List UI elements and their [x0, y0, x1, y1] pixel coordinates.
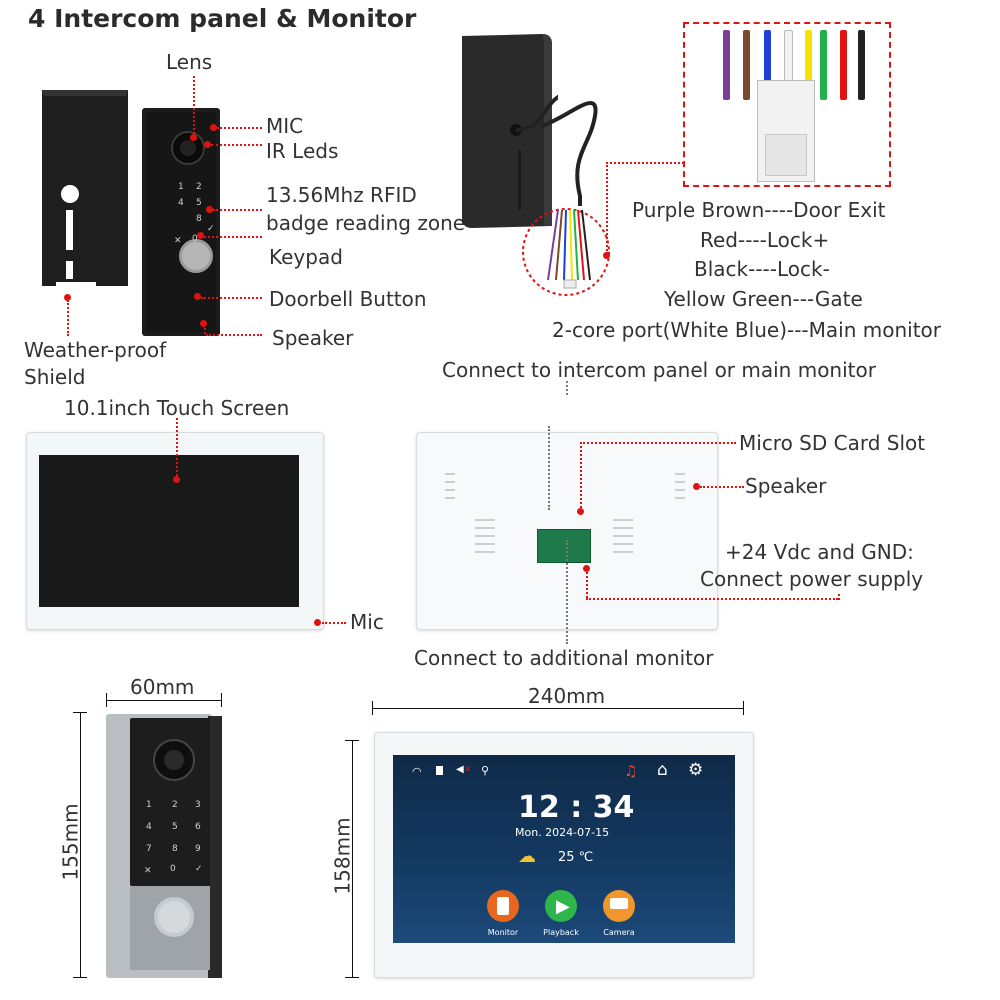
settings-icon[interactable]: ⚙ — [688, 760, 704, 780]
ir-marker — [204, 141, 211, 148]
clock-time: 12 : 34 — [518, 790, 635, 825]
keypad-marker — [197, 232, 204, 239]
home-icon[interactable]: ⌂ — [657, 760, 668, 780]
shield-label-2: Shield — [24, 365, 86, 389]
weather-shield — [36, 86, 132, 292]
play-icon: ▶ — [556, 896, 570, 917]
weather-icon: ☁ — [518, 846, 536, 867]
mic-marker-monitor — [314, 619, 321, 626]
monitor-height-label: 158mm — [330, 817, 355, 895]
power-label-1: +24 Vdc and GND: — [725, 540, 914, 564]
playback-app-label: Playback — [543, 928, 579, 937]
keypad-label: Keypad — [269, 245, 343, 269]
sd-card-icon — [436, 766, 443, 775]
temperature: 25 ℃ — [558, 850, 594, 865]
intercom-panel-silver — [104, 712, 224, 980]
doorbell-label: Doorbell Button — [269, 287, 427, 311]
connector-detail-box — [683, 22, 891, 187]
touch-screen-label: 10.1inch Touch Screen — [64, 396, 290, 420]
connect-bottom-label: Connect to additional monitor — [414, 646, 714, 670]
speaker-marker — [200, 320, 207, 327]
lens-marker — [190, 134, 197, 141]
camera-app-label: Camera — [603, 928, 635, 937]
cable — [540, 86, 620, 246]
wifi-icon: ◠ — [412, 765, 422, 778]
power-label-2: Connect power supply — [700, 567, 924, 591]
wire-ends-circle — [518, 200, 614, 296]
ir-leds-label: IR Leds — [266, 139, 339, 163]
playback-app-icon[interactable] — [545, 890, 577, 922]
mic-marker — [210, 124, 217, 131]
connect-top-label: Connect to intercom panel or main monito… — [442, 358, 876, 382]
screen-marker — [173, 476, 180, 483]
camera-icon — [610, 898, 628, 909]
rfid-label-2: badge reading zone — [266, 211, 466, 235]
speaker-label: Speaker — [272, 326, 354, 350]
monitor-speaker-label: Speaker — [745, 474, 827, 498]
alarm-bell-icon[interactable]: ♫ — [624, 762, 638, 780]
panel-width-label: 60mm — [130, 675, 195, 699]
wiring-line-1: Purple Brown----Door Exit — [632, 198, 886, 222]
sd-slot-label: Micro SD Card Slot — [739, 431, 926, 455]
mute-icon: ◀ — [456, 764, 464, 775]
shield-label-1: Weather-proof — [24, 338, 167, 362]
monitor-app-label: Monitor — [487, 928, 519, 937]
motion-icon: ⚲ — [481, 764, 490, 777]
wiring-line-4: Yellow Green---Gate — [664, 287, 863, 311]
clock-date: Mon. 2024-07-15 — [515, 826, 610, 839]
panel-height-label: 155mm — [58, 803, 83, 881]
page-title: 4 Intercom panel & Monitor — [28, 4, 417, 33]
monitor-front — [26, 432, 324, 630]
wiring-line-5: 2-core port(White Blue)---Main monitor — [552, 318, 941, 342]
rfid-marker — [206, 206, 213, 213]
wiring-line-2: Red----Lock+ — [700, 228, 830, 252]
mic-label: MIC — [266, 114, 304, 138]
mute-x-icon: ✕ — [464, 765, 472, 775]
wiring-line-3: Black----Lock- — [694, 257, 830, 281]
monitor-mic-label: Mic — [350, 610, 384, 634]
rfid-label-1: 13.56Mhz RFID — [266, 183, 417, 207]
lens-label: Lens — [166, 50, 213, 74]
intercom-panel-front — [140, 106, 222, 338]
doorbell-marker — [194, 293, 201, 300]
monitor-width-label: 240mm — [528, 684, 606, 708]
shield-marker — [64, 294, 71, 301]
